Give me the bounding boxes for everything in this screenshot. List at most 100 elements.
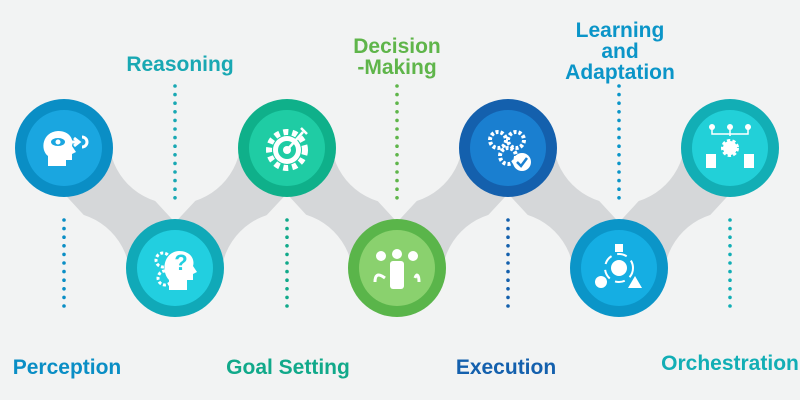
leader-dot <box>62 304 66 308</box>
leader-dot <box>62 287 66 291</box>
leader-dot <box>173 196 177 200</box>
leader-dot <box>395 153 399 157</box>
leader-dot <box>285 226 289 231</box>
label-execution: Execution <box>455 356 557 379</box>
leader-dot <box>728 235 732 239</box>
leader-dot <box>728 304 732 308</box>
leader-dot <box>285 252 289 257</box>
leader-dot <box>728 287 732 291</box>
leader-dot <box>285 261 289 265</box>
step-node-execution <box>459 99 557 197</box>
leader-dot <box>617 110 621 114</box>
leader-dot <box>62 261 66 265</box>
connector-cutout <box>442 212 574 344</box>
label-goal-setting: Goal Setting <box>226 356 350 379</box>
leader-dot <box>506 226 510 231</box>
gears-check-icon <box>488 130 531 171</box>
leader-dot <box>506 269 510 274</box>
label-line-2: and <box>601 40 639 63</box>
leader-dot <box>395 187 399 191</box>
step-node-perception <box>15 99 113 197</box>
leader-dot <box>173 101 177 105</box>
leader-dot <box>173 118 177 123</box>
leader-dot <box>395 178 399 183</box>
leader-dot <box>617 118 621 123</box>
leader-dot <box>173 153 177 157</box>
gear-target-icon <box>266 127 308 171</box>
leader-dot <box>285 304 289 308</box>
leader-dot <box>62 295 66 300</box>
leader-dot <box>728 252 732 257</box>
leader-dot <box>62 218 66 222</box>
leader-dot <box>395 127 399 131</box>
leader-dot <box>728 244 732 248</box>
leader-dot <box>506 235 510 239</box>
label-perception: Perception <box>12 356 122 379</box>
label-reasoning: Reasoning <box>126 53 234 76</box>
leader-dot <box>285 278 289 283</box>
leader-dot <box>285 269 289 274</box>
leader-dot <box>728 218 732 222</box>
leader-dot <box>395 118 399 123</box>
leader-dot <box>506 295 510 300</box>
leader-dot <box>285 244 289 248</box>
leader-dot <box>728 295 732 300</box>
leader-dot <box>728 261 732 265</box>
leader-dot <box>617 161 621 166</box>
leader-dot <box>728 278 732 283</box>
leader-dot <box>395 135 399 140</box>
connector-cutout <box>221 212 353 344</box>
leader-dot <box>617 101 621 105</box>
person-choice-icon <box>373 249 421 289</box>
leader-dot <box>173 161 177 166</box>
leader-dot <box>395 84 399 88</box>
leader-dot <box>285 287 289 291</box>
leader-dot <box>395 92 399 97</box>
label-line-3: Adaptation <box>565 61 675 84</box>
leader-dot <box>285 235 289 239</box>
leader-dot <box>617 92 621 97</box>
label-orchestration: Orchestration <box>661 352 799 375</box>
connector-cutout <box>0 212 130 344</box>
leader-dot <box>506 244 510 248</box>
leader-dot <box>173 135 177 140</box>
step-node-decision <box>348 219 446 317</box>
step-node-reasoning: ? <box>126 219 224 317</box>
leader-dot <box>617 196 621 200</box>
step-node-learning <box>570 219 668 317</box>
leader-dot <box>506 218 510 222</box>
leader-dot <box>62 244 66 248</box>
dotted-leader-lines <box>62 84 732 308</box>
leader-dot <box>173 144 177 148</box>
leader-dot <box>617 178 621 183</box>
leader-dot <box>506 261 510 265</box>
leader-dot <box>617 144 621 148</box>
leader-dot <box>395 110 399 114</box>
leader-dot <box>173 84 177 88</box>
connector-cutout <box>664 212 796 344</box>
leader-dot <box>506 252 510 257</box>
leader-dot <box>173 92 177 97</box>
leader-dot <box>506 304 510 308</box>
leader-dot <box>62 252 66 257</box>
hierarchy-gear-documents-icon <box>706 124 754 168</box>
label-decision-making: Decision -Making <box>353 36 441 78</box>
label-learning-adaptation: Learning and Adaptation <box>565 20 675 83</box>
leader-dot <box>617 170 621 174</box>
label-line-2: -Making <box>357 56 437 79</box>
leader-dot <box>395 170 399 174</box>
leader-dot <box>506 278 510 283</box>
leader-dot <box>285 218 289 222</box>
leader-dot <box>617 153 621 157</box>
leader-dot <box>173 187 177 191</box>
leader-dot <box>285 295 289 300</box>
leader-dot <box>395 144 399 148</box>
leader-dot <box>173 110 177 114</box>
leader-dot <box>62 226 66 231</box>
leader-dot <box>395 101 399 105</box>
leader-dot <box>728 269 732 274</box>
leader-dot <box>506 287 510 291</box>
leader-dot <box>617 135 621 140</box>
